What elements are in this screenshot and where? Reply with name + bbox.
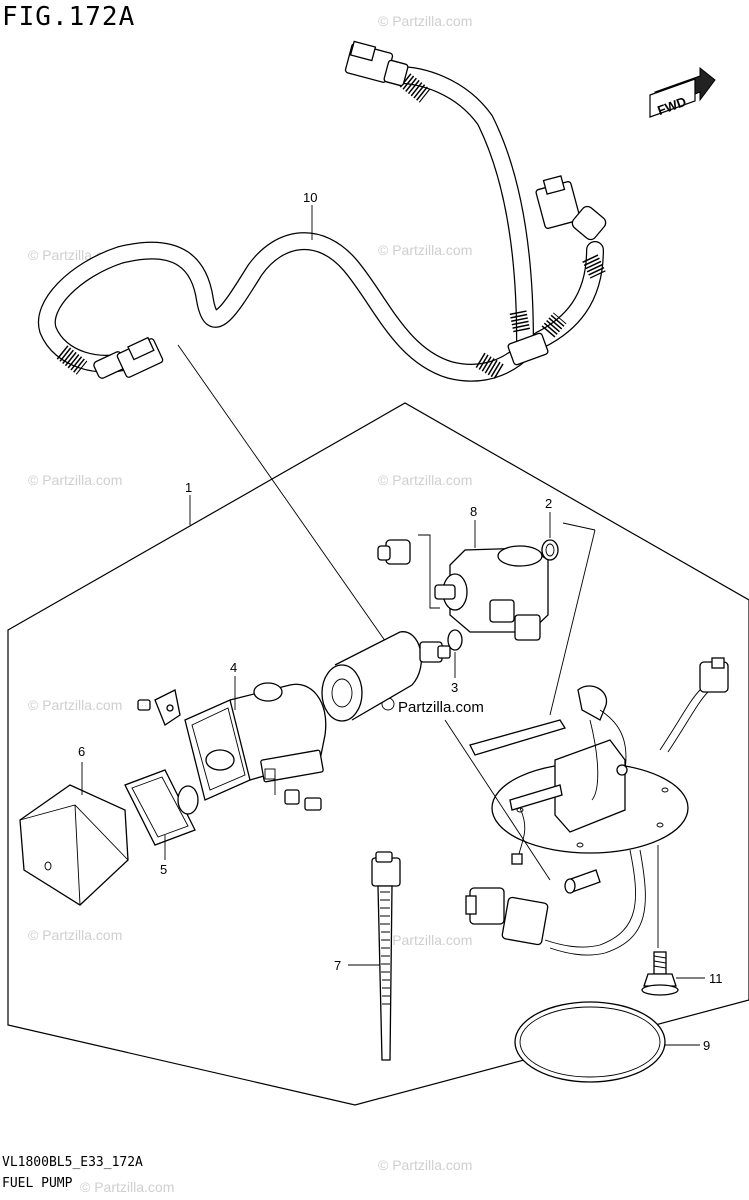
- fitting-nozzle: [377, 539, 411, 565]
- watermark-3: © Partzilla.com: [378, 242, 472, 258]
- leader-2-down: [549, 529, 596, 716]
- callout-4: 4: [230, 660, 237, 675]
- watermark-7: © Partzilla.com: [28, 927, 122, 943]
- watermark-4: © Partzilla.com: [28, 472, 122, 488]
- hose-connector-top: [344, 40, 409, 87]
- watermark-8: © Partzilla.com: [378, 932, 472, 948]
- callout-2: 2: [545, 496, 552, 511]
- filter-cap-cover: [19, 784, 129, 906]
- leader-2-right: [562, 522, 596, 531]
- hose-to-pump-leader: [177, 344, 396, 656]
- callout-9: 9: [703, 1038, 710, 1053]
- fuel-hose-assembly: [37, 40, 607, 382]
- watermark-1: © Partzilla.com: [378, 13, 472, 29]
- callout-5: 5: [160, 862, 167, 877]
- bracket-leader-8: [418, 534, 440, 609]
- hose-connector-right: [535, 175, 607, 241]
- callout-10: 10: [303, 190, 317, 205]
- fuel-pump-motor: [321, 631, 451, 722]
- watermark-9: © Partzilla.com: [378, 1157, 472, 1173]
- diagram-name: FUEL PUMP: [2, 1176, 73, 1191]
- pump-mount-plate: [465, 657, 729, 956]
- callout-7: 7: [334, 958, 341, 973]
- pressure-regulator: [434, 545, 549, 641]
- callout-3: 3: [451, 680, 458, 695]
- fuel-filter-housing: [184, 682, 327, 801]
- watermark-6: © Partzilla.com: [28, 697, 122, 713]
- o-ring-small-2: [541, 539, 559, 561]
- watermark-5: © Partzilla.com: [378, 472, 472, 488]
- o-ring-large: [514, 1001, 666, 1083]
- callout-1: 1: [185, 480, 192, 495]
- o-ring-small-3: [447, 629, 463, 651]
- diagram-code: VL1800BL5_E33_172A: [2, 1155, 143, 1170]
- cable-tie: [371, 851, 401, 1061]
- figure-title: FIG.172A: [2, 2, 136, 32]
- svg-text:Partzilla.com: Partzilla.com: [398, 699, 484, 716]
- watermark-10: © Partzilla.com: [80, 1179, 174, 1195]
- small-bolt: [284, 789, 322, 811]
- kit-outline: [7, 402, 749, 1106]
- watermark-center: Partzilla.com: [381, 697, 484, 716]
- mount-bracket-clip: [137, 689, 181, 726]
- filter-gasket: [124, 769, 199, 846]
- pump-to-plate-leader: [444, 719, 551, 881]
- fwd-arrow-icon: FWD: [649, 66, 716, 118]
- callout-labels: 1 2 3 4 5 6 7 8 9 10 11: [78, 190, 723, 1053]
- callout-8: 8: [470, 504, 477, 519]
- watermarks: © Partzilla.com © Partzilla.com © Partzi…: [28, 13, 484, 1195]
- callout-11: 11: [709, 971, 723, 986]
- hose-connector-left: [93, 336, 164, 379]
- mount-bolt: [641, 951, 679, 996]
- hose-tee-joint: [507, 332, 549, 366]
- callout-6: 6: [78, 744, 85, 759]
